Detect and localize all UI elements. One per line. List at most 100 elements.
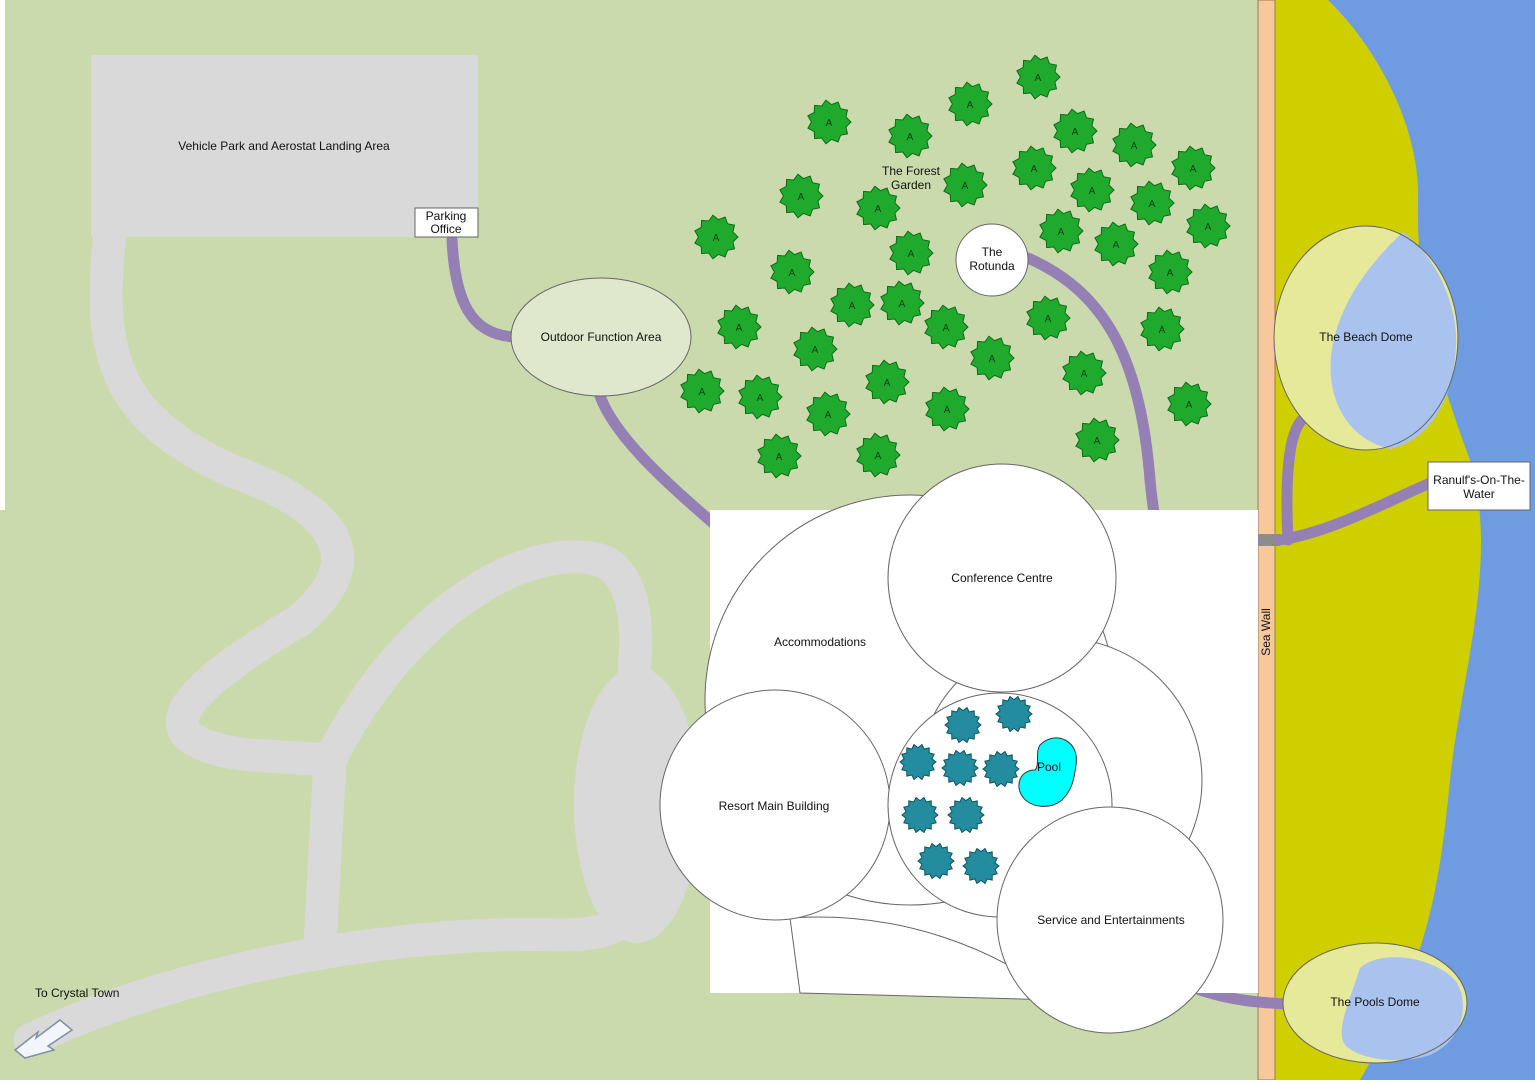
tree-label: A (757, 393, 764, 404)
ranulfs-on-the-water[interactable]: Ranulf's-On-The- Water (1427, 461, 1531, 511)
outdoor-function-area-lawn (510, 277, 692, 397)
tree-label: A (1081, 369, 1088, 380)
pools-dome-label: The Pools Dome (1330, 995, 1420, 1009)
walkway-beach-dome-branch (1281, 412, 1310, 546)
tree-label: A (1094, 436, 1101, 447)
rotunda-label-line2: Rotunda (969, 259, 1015, 273)
resort-main-building-label: Resort Main Building (719, 799, 830, 813)
tree-canopy (948, 81, 993, 127)
pools-dome-water-portion (1341, 957, 1463, 1061)
sea-wall-label: Sea Wall (1259, 608, 1273, 656)
tree-label: A (875, 204, 882, 215)
beach-dome-label: The Beach Dome (1319, 330, 1413, 344)
bush-icon (917, 842, 955, 880)
tree-label: A (825, 410, 832, 421)
tree-label: A (1058, 227, 1065, 238)
forest-garden-label-line1: The Forest (882, 164, 941, 178)
tree-canopy (943, 162, 988, 208)
service-and-entertainments-label: Service and Entertainments (1037, 913, 1184, 927)
tree-canopy (757, 433, 802, 479)
conference-centre-building[interactable] (887, 463, 1117, 693)
bush-icon (941, 749, 979, 787)
tree-label: A (989, 354, 996, 365)
the-beach-dome[interactable]: The Beach Dome (1273, 225, 1459, 451)
tree-canopy (779, 173, 824, 219)
outdoor-function-area-label: Outdoor Function Area (541, 330, 662, 344)
tree-icon: A (1171, 145, 1216, 191)
tree-label: A (1035, 73, 1042, 84)
the-pools-dome[interactable]: The Pools Dome (1282, 942, 1468, 1064)
the-rotunda[interactable]: The Rotunda (955, 223, 1029, 297)
rotunda-label-line1: The (982, 245, 1003, 259)
walkway-gate-to-ranulfs (1274, 477, 1436, 546)
tree-icon: A (1039, 208, 1084, 254)
tree-label: A (967, 100, 974, 111)
road-spine (303, 743, 347, 962)
bush-icon (947, 796, 985, 834)
tree-canopy (925, 386, 970, 432)
tree-icon: A (1130, 180, 1175, 226)
tree-canopy (1016, 54, 1061, 100)
tree-canopy (717, 304, 762, 350)
tree-canopy (1167, 381, 1212, 427)
walkway-parking-to-function (446, 234, 521, 343)
pools-dome-rim (1282, 942, 1468, 1064)
tree-icon: A (807, 99, 852, 145)
tree-label: A (1045, 314, 1052, 325)
tree-canopy (970, 335, 1015, 381)
tree-label: A (1131, 141, 1138, 152)
tree-icon: A (970, 335, 1015, 381)
bush-icon (962, 847, 1000, 885)
road-inner-loop (313, 540, 653, 777)
outdoor-function-area[interactable]: Outdoor Function Area (510, 277, 692, 397)
beach-dome-water-portion (1330, 232, 1457, 449)
tree-icon: A (1026, 295, 1071, 341)
tree-canopy (793, 326, 838, 372)
bush-icon (944, 706, 982, 744)
tree-canopy (1012, 145, 1057, 191)
rotunda-building (955, 223, 1029, 297)
tree-icon: A (830, 282, 875, 328)
tree-label: A (1031, 164, 1038, 175)
tree-icon: A (717, 304, 762, 350)
tree-label: A (789, 268, 796, 279)
tree-icon: A (694, 214, 739, 260)
sea-wall-gate (1253, 534, 1280, 546)
tree-icon: A (1094, 221, 1139, 267)
tree-icon: A (779, 173, 824, 219)
ranulfs-label-line1: Ranulf's-On-The- (1433, 473, 1525, 487)
parking-office-label-line2: Office (430, 222, 461, 236)
parking-office[interactable]: Parking Office (414, 207, 479, 238)
tree-icon: A (888, 113, 933, 159)
conference-centre-label: Conference Centre (951, 571, 1053, 585)
tree-canopy (1171, 145, 1216, 191)
tree-icon: A (948, 81, 993, 127)
tree-icon: A (1167, 381, 1212, 427)
courtyard-bushes (899, 695, 1033, 885)
tree-canopy (1148, 249, 1193, 295)
ranulfs-box (1427, 461, 1531, 511)
tree-icon: A (1112, 122, 1157, 168)
tree-canopy (830, 282, 875, 328)
tree-canopy (1053, 108, 1098, 154)
tree-canopy (694, 214, 739, 260)
tree-icon: A (889, 230, 934, 276)
service-and-entertainments-building[interactable] (996, 806, 1224, 1034)
tree-label: A (1113, 240, 1120, 251)
tree-label: A (1190, 164, 1197, 175)
bush-icon (995, 695, 1033, 733)
tree-icon: A (1075, 417, 1120, 463)
tree-icon: A (680, 368, 725, 414)
tree-canopy (1062, 350, 1107, 396)
tree-label: A (1205, 222, 1212, 233)
tree-label: A (944, 405, 951, 416)
ranulfs-label-line2: Water (1463, 487, 1495, 501)
beach-dome-rim (1273, 225, 1459, 451)
tree-icon: A (856, 432, 901, 478)
tree-label: A (1167, 268, 1174, 279)
swimming-pool[interactable] (1018, 737, 1077, 807)
tree-canopy (1140, 306, 1185, 352)
